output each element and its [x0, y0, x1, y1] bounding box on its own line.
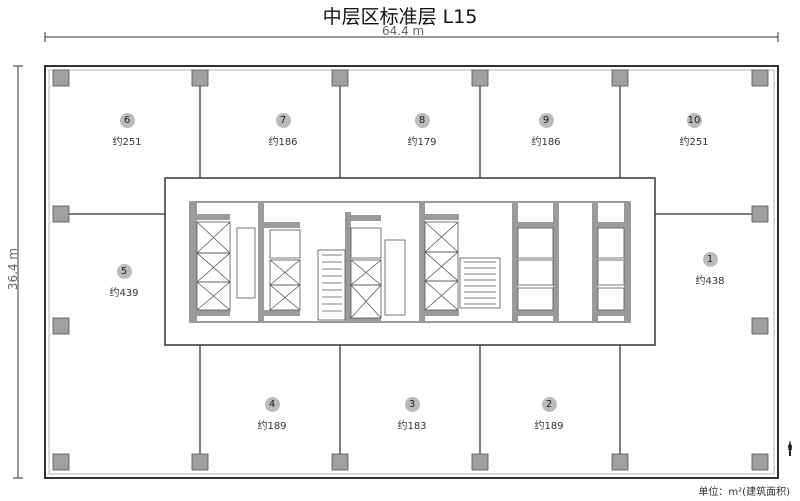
- room-8: 8 约179: [382, 108, 462, 148]
- room-area: 约186: [531, 137, 561, 148]
- room-9: 9 约186: [506, 108, 586, 148]
- room-number: 2: [541, 397, 557, 412]
- room-number: 5: [116, 264, 132, 279]
- column: [751, 453, 769, 471]
- column: [751, 205, 769, 223]
- column: [191, 453, 209, 471]
- room-number: 6: [119, 113, 135, 128]
- inner-curtain-wall: [48, 69, 775, 475]
- column: [471, 453, 489, 471]
- room-10: 10 约251: [654, 108, 734, 148]
- room-number: 8: [414, 113, 430, 128]
- room-area: 约439: [109, 288, 139, 299]
- room-area: 约183: [397, 421, 427, 432]
- room-number: 3: [404, 397, 420, 412]
- width-dimension-label: 64.4 m: [382, 24, 425, 38]
- north-arrow-icon: [788, 440, 792, 456]
- column: [331, 69, 349, 87]
- dimension-lines: [13, 32, 779, 479]
- room-number: 9: [538, 113, 554, 128]
- north-label: N: [787, 444, 793, 452]
- room-area: 约179: [407, 137, 437, 148]
- room-7: 7 约186: [243, 108, 323, 148]
- room-2: 2 约189: [509, 392, 589, 432]
- unit-note: 单位：m²(建筑面积): [698, 487, 790, 498]
- outer-wall: [44, 65, 779, 479]
- room-6: 6 约251: [87, 108, 167, 148]
- column: [611, 69, 629, 87]
- partitions: [69, 86, 752, 454]
- room-3: 3 约183: [372, 392, 452, 432]
- building-core: [164, 177, 656, 346]
- room-area: 约189: [534, 421, 564, 432]
- room-area: 约438: [695, 276, 725, 287]
- column: [52, 317, 70, 335]
- room-4: 4 约189: [232, 392, 312, 432]
- room-5: 5 约439: [84, 259, 164, 299]
- column: [751, 69, 769, 87]
- structural-columns: [52, 69, 769, 471]
- room-number: 1: [702, 252, 718, 267]
- column: [191, 69, 209, 87]
- room-number: 4: [264, 397, 280, 412]
- room-area: 约186: [268, 137, 298, 148]
- room-area: 约251: [679, 137, 709, 148]
- column: [52, 69, 70, 87]
- column: [611, 453, 629, 471]
- room-area: 约251: [112, 137, 142, 148]
- column: [331, 453, 349, 471]
- column: [471, 69, 489, 87]
- room-number: 7: [275, 113, 291, 128]
- column: [52, 205, 70, 223]
- plan-title: 中层区标准层 L15: [322, 6, 478, 28]
- room-number: 10: [686, 113, 702, 128]
- room-1: 1 约438: [670, 247, 750, 287]
- column: [751, 317, 769, 335]
- column: [52, 453, 70, 471]
- room-area: 约189: [257, 421, 287, 432]
